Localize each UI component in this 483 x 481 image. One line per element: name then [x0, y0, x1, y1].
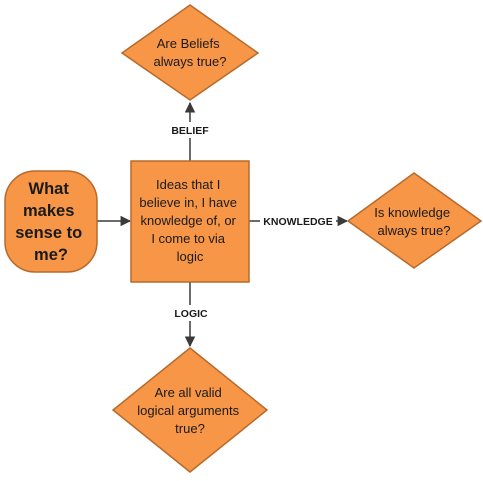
decision-beliefs-text: Are Beliefs always true?: [154, 36, 227, 69]
edge-label-belief: BELIEF: [171, 125, 209, 137]
decision-knowledge-shape: [346, 172, 483, 269]
decision-beliefs: Are Beliefs always true?: [120, 4, 260, 101]
edge-label-knowledge: KNOWLEDGE: [263, 216, 332, 228]
center-process: Ideas that I believe in, I have knowledg…: [130, 160, 250, 283]
decision-logic-shape: [111, 347, 269, 473]
decision-beliefs-shape: [120, 4, 260, 101]
decision-logic: Are all valid logical arguments true?: [111, 347, 269, 473]
start-terminator-shape: [4, 170, 98, 273]
edge-label-logic: LOGIC: [174, 308, 208, 320]
center-process-text: Ideas that I believe in, I have knowledg…: [139, 177, 240, 264]
decision-knowledge: Is knowledge always true?: [346, 172, 483, 269]
decision-logic-text: Are all valid logical arguments true?: [137, 385, 243, 436]
center-process-shape: [130, 160, 250, 283]
start-terminator: What makes sense to me?: [4, 170, 98, 273]
decision-knowledge-text: Is knowledge always true?: [374, 205, 454, 238]
start-terminator-text: What makes sense to me?: [15, 180, 87, 264]
